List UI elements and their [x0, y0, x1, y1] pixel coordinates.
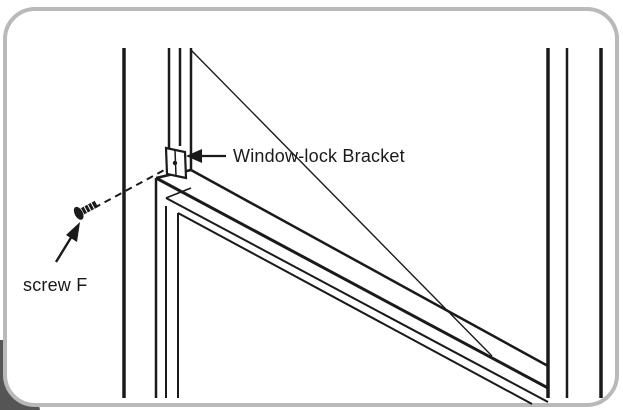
- sash-bar-edge-2: [190, 168, 549, 368]
- screw-f: [73, 200, 99, 220]
- screw-guide-dashed-line: [93, 167, 169, 209]
- sash-bar-edge-4: [177, 212, 533, 405]
- bracket-hole: [172, 160, 178, 166]
- sash-bar-cap-inner: [165, 187, 192, 199]
- sash-bar-edge-3: [165, 197, 549, 403]
- frame-border: [3, 7, 619, 407]
- screw-label: screw F: [23, 275, 87, 295]
- window-drawing: [93, 48, 603, 405]
- sash-bar-edge-1: [155, 176, 549, 390]
- glass-diagonal: [190, 49, 493, 357]
- bracket-pointer-arrow: [186, 149, 226, 163]
- bracket-label: Window-lock Bracket: [233, 146, 405, 166]
- screw-pointer-arrow: [54, 222, 80, 263]
